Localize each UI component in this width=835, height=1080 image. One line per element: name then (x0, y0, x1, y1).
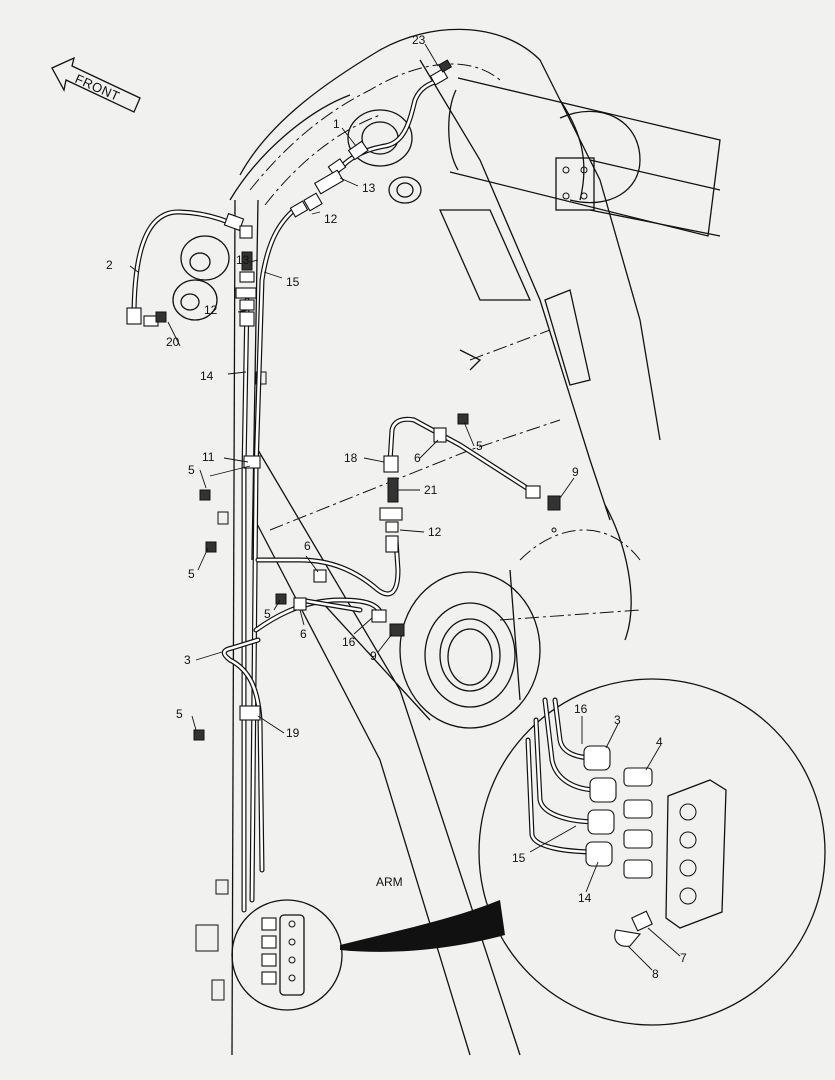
callout-7: 7 (680, 951, 687, 965)
hose-fittings (126, 59, 561, 996)
callout-5-mid: 5 (264, 607, 271, 621)
front-direction-arrow: FRONT (51, 56, 141, 113)
arm-label: ARM (376, 875, 403, 889)
callout-9-mid: 9 (370, 649, 377, 663)
callout-15-top: 15 (286, 275, 300, 289)
callout-4: 4 (656, 735, 663, 749)
callout-2: 2 (106, 258, 113, 272)
front-label: FRONT (73, 71, 122, 104)
callout-13-top: 13 (362, 181, 376, 195)
callout-1: 1 (333, 117, 340, 131)
callout-11: 11 (202, 450, 215, 464)
callout-13-left: 13 (236, 253, 250, 267)
callout-23: 23 (412, 33, 426, 47)
callout-labels: 23 1 13 12 2 13 15 12 20 14 5 6 11 18 5 … (106, 33, 687, 981)
callout-21: 21 (424, 483, 438, 497)
callout-20: 20 (166, 335, 180, 349)
callout-12-left: 12 (204, 303, 218, 317)
callout-12-right: 12 (428, 525, 442, 539)
callout-6-mid-bottom: 6 (300, 627, 307, 641)
callout-5-left-2: 5 (188, 567, 195, 581)
callout-8: 8 (652, 967, 659, 981)
callout-14-detail: 14 (578, 891, 592, 905)
arm-structure (195, 28, 661, 1056)
callout-3-main: 3 (184, 653, 191, 667)
callout-3-detail: 3 (614, 713, 621, 727)
callout-16-main: 16 (342, 635, 356, 649)
callout-5-left-1: 5 (188, 463, 195, 477)
bucket-cylinder (448, 77, 721, 237)
callout-14-top: 14 (200, 369, 214, 383)
callout-15-detail: 15 (512, 851, 526, 865)
callout-5-right-top: 5 (476, 439, 483, 453)
callout-9-right: 9 (572, 465, 579, 479)
boom-pivots (172, 109, 541, 729)
callout-16-detail: 16 (574, 702, 588, 716)
hydraulic-hoses (131, 77, 533, 913)
detail-callout (231, 678, 826, 1026)
callout-6-mid-top: 6 (304, 539, 311, 553)
callout-6-right: 6 (414, 451, 421, 465)
callout-19: 19 (286, 726, 300, 740)
callout-5-left-3: 5 (176, 707, 183, 721)
callout-18: 18 (344, 451, 358, 465)
leader-lines (129, 43, 681, 971)
callout-12-top: 12 (324, 212, 338, 226)
